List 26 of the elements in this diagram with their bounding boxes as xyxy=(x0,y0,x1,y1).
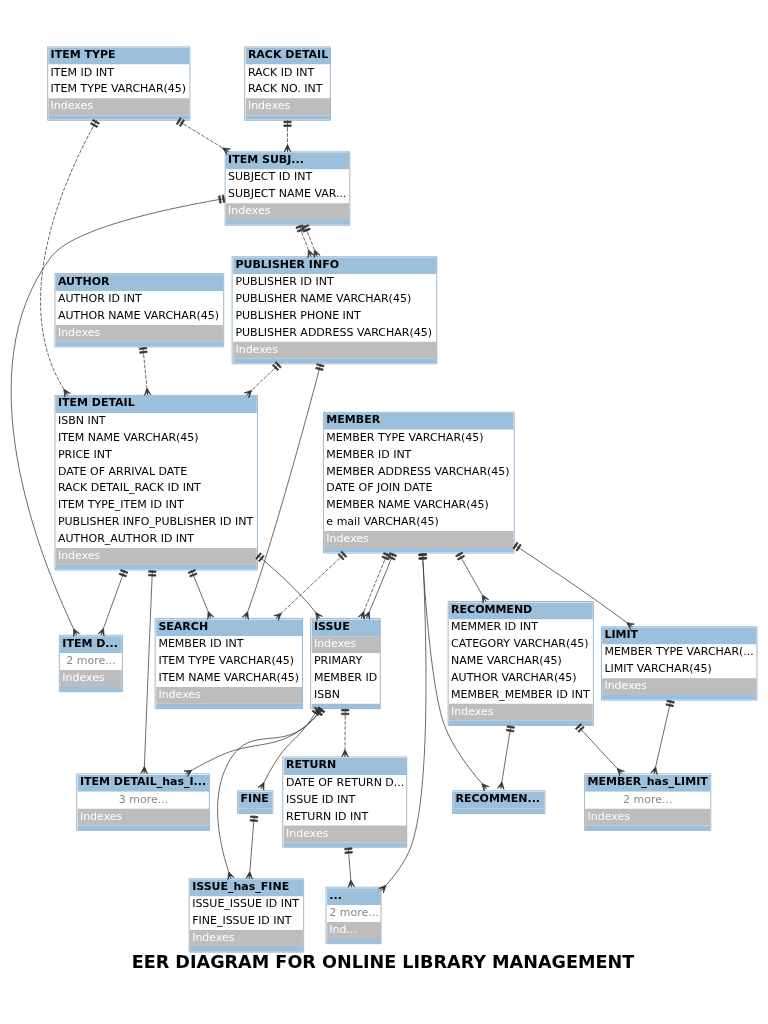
connector xyxy=(140,569,157,775)
connector xyxy=(650,699,675,775)
connector xyxy=(183,706,326,778)
connector xyxy=(295,224,315,259)
connector xyxy=(283,120,292,153)
connector xyxy=(357,552,392,620)
connector xyxy=(301,224,321,259)
connector xyxy=(217,706,325,881)
connector xyxy=(241,363,325,620)
caption: EER DIAGRAM FOR ONLINE LIBRARY MANAGEMENT xyxy=(131,952,635,973)
connector xyxy=(245,815,259,880)
connector xyxy=(40,119,100,398)
connector xyxy=(575,723,625,777)
connector xyxy=(455,551,490,604)
connector xyxy=(175,117,231,155)
connector xyxy=(273,550,348,621)
connector xyxy=(243,361,282,399)
connector xyxy=(363,552,397,620)
connector xyxy=(97,569,129,637)
connector xyxy=(341,708,350,758)
connector xyxy=(255,552,323,621)
connector xyxy=(187,569,215,620)
connector xyxy=(344,847,355,888)
connector xyxy=(512,541,635,630)
connector xyxy=(497,725,515,790)
connector xyxy=(138,346,152,396)
